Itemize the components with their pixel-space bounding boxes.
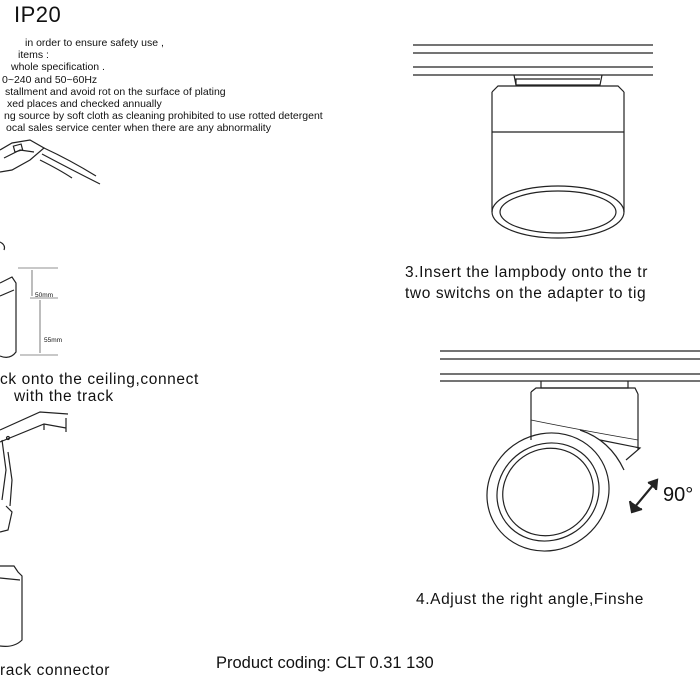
note-line: stallment and avoid rot on the surface o… [5,85,226,98]
dimension-label-lower: 55mm [44,337,63,344]
double-arrow-icon [628,478,659,514]
dimension-label-upper: 50mm [35,292,54,299]
side-view-dimension-illustration [0,241,58,358]
note-line: 0~240 and 50~60Hz [2,73,98,86]
step2-text-line2: with the track [14,388,114,405]
note-line: xed places and checked annually [7,98,162,111]
safety-notes: in order to ensure safety use , items : … [0,37,323,135]
step2-text-line1: ck onto the ceiling,connect [0,371,199,388]
note-line: ocal sales service center when there are… [6,122,271,135]
step4-track-illustration [440,350,700,552]
track-mounting-illustration [0,411,69,533]
step3-text-line2: two switchs on the adapter to tig [405,285,647,302]
connector-text: rack connector [0,662,111,679]
note-line: ng source by soft cloth as cleaning proh… [4,110,323,123]
step4-text: 4.Adjust the right angle,Finshe [416,591,644,608]
note-line: whole specification . [11,61,105,74]
angle-label: 90° [663,484,694,506]
step3-text-line1: 3.Insert the lampbody onto the tr [405,264,648,281]
step3-track-illustration [413,44,653,239]
ip-rating: IP20 [14,2,62,27]
note-line: items : [18,49,49,62]
note-line: in order to ensure safety use , [25,37,164,49]
track-connector-illustration [0,565,23,647]
wire-connector-illustration [0,139,101,185]
product-coding: Product coding: CLT 0.31 130 [216,654,434,672]
